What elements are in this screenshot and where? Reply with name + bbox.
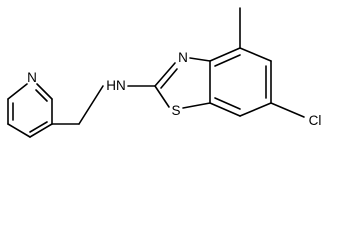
thiazole-sulfur-label: S (171, 103, 180, 118)
chloro-bond (270, 102, 305, 118)
molecule-drawing: N HN N S Cl (7, 7, 322, 138)
bond-c3a-c4 (209, 47, 241, 62)
bond-pyr-c4-c5 (29, 123, 53, 138)
bond-pyr-c6-n (36, 83, 53, 100)
bond-c2-n3 (154, 62, 176, 87)
bond-c7-c7a (209, 102, 241, 117)
bond-s-c7a (182, 102, 211, 109)
pyridine-nitrogen-label: N (27, 70, 37, 85)
bond-ch2-nh (78, 85, 104, 125)
thiazole-ring (154, 57, 211, 109)
bond-c3a-c4-inner (214, 54, 241, 67)
bond-n3-c3a (189, 57, 211, 62)
bond-c6-c7 (239, 102, 272, 117)
bond-c7-c7a-inner (214, 97, 241, 110)
bond-pyr-c4-c5-inner (29, 121, 48, 133)
methylene-linker (51, 85, 104, 125)
chlorine-label: Cl (309, 113, 322, 128)
structure-canvas: N HN N S Cl (7, 7, 322, 138)
bond-c2-n3-double (160, 68, 178, 89)
pyridine-ring (7, 83, 53, 138)
bond-pyr-n-c2 (7, 83, 28, 100)
benzene-ring (209, 47, 272, 117)
bond-c4-c5 (239, 47, 272, 62)
bond-pyr-c3-c4 (7, 123, 31, 138)
bond-pyr-c6-n-inner (35, 89, 48, 102)
amine-nh-label: HN (106, 78, 126, 93)
bond-c2-s (154, 85, 170, 108)
thiazole-nitrogen-label: N (178, 50, 188, 65)
